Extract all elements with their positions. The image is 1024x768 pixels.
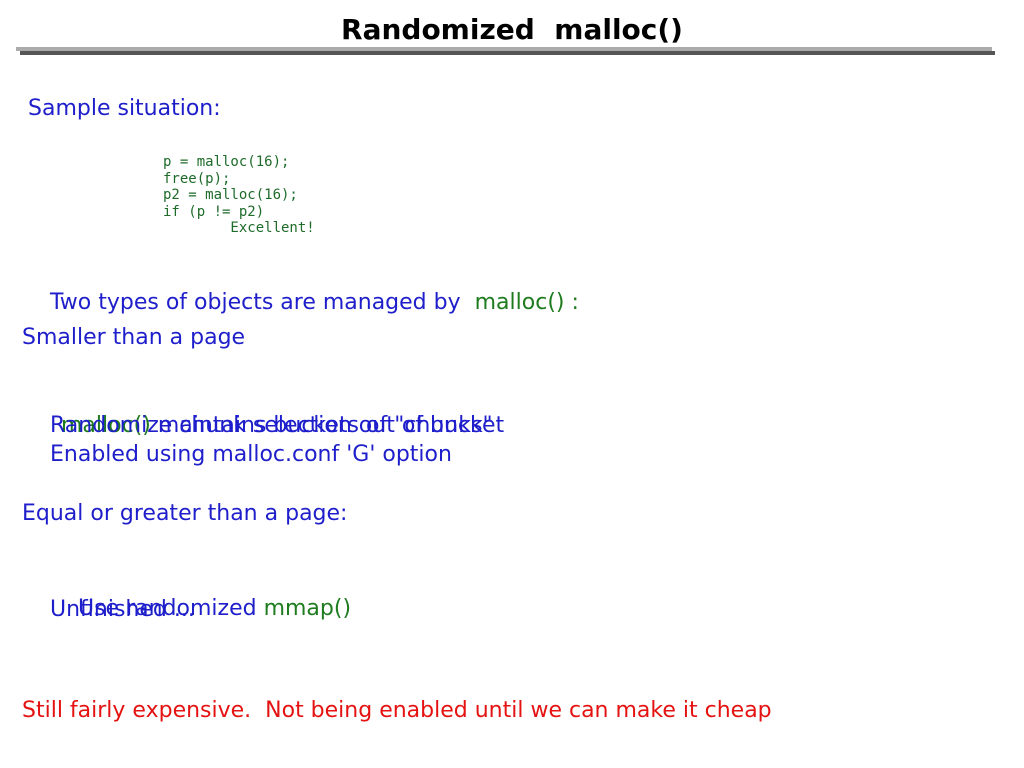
line-unfinished: Unfinished ...: [50, 597, 195, 622]
slide-title: Randomized malloc(): [341, 13, 683, 46]
code-sample: p = malloc(16); free(p); p2 = malloc(16)…: [163, 154, 315, 236]
line-malloc-buckets-text: maintains buckets of "chunks": [150, 413, 493, 438]
line-still-expensive: Still fairly expensive. Not being enable…: [22, 698, 772, 723]
line-malloc-buckets-malloc: malloc(): [60, 413, 151, 438]
line-two-types: Two types of objects are managed by mall…: [22, 261, 579, 345]
line-malloc-buckets: malloc() maintains buckets of "chunks": [33, 384, 493, 468]
line-two-types-text: Two types of objects are managed by: [49, 290, 475, 315]
line-two-types-malloc: malloc() :: [474, 290, 579, 315]
line-randomize-chunk: Randomize chunk selection out of bucket: [50, 413, 505, 438]
line-use-randomized-mmap: Use randomized mmap(): [50, 567, 351, 651]
title-divider-light: [16, 47, 992, 51]
line-use-randomized-text: Use randomized: [77, 596, 264, 621]
line-smaller-than-page: Smaller than a page: [22, 325, 246, 350]
title-divider-dark: [20, 51, 995, 55]
line-use-randomized-mmap-fn: mmap(): [263, 596, 352, 621]
line-enabled-mallocconf: Enabled using malloc.conf 'G' option: [50, 442, 452, 467]
sample-situation-label: Sample situation:: [28, 96, 221, 121]
line-equal-or-greater: Equal or greater than a page:: [22, 501, 348, 526]
